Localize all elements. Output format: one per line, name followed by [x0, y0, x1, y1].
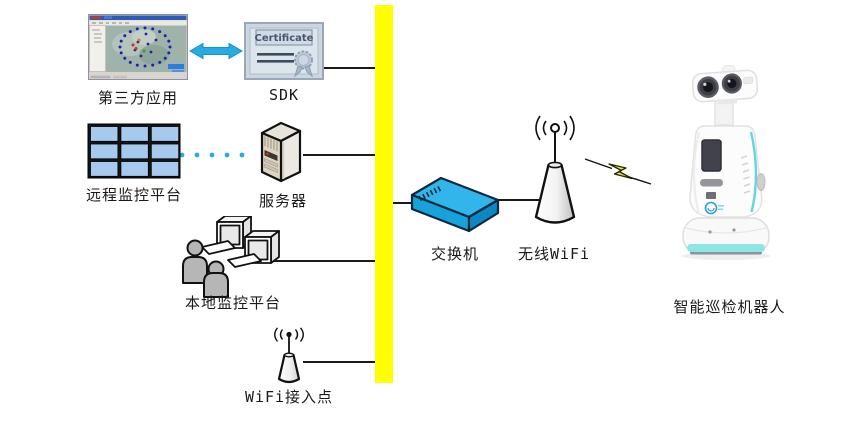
label-server: 服务器 — [258, 192, 307, 210]
label-remote-platform: 远程监控平台 — [85, 186, 182, 204]
wifi-access-point-icon — [274, 327, 304, 384]
dotted-link-remote-to-server — [179, 152, 245, 158]
connector-local-to-firewall — [271, 260, 376, 262]
local-operators-icon — [182, 216, 280, 298]
label-sdk: SDK — [268, 86, 300, 104]
monitor-wall-icon — [87, 123, 181, 179]
label-switch: 交换机 — [430, 245, 479, 263]
server-icon — [260, 121, 302, 183]
lightning-wireless-link-icon — [584, 158, 652, 185]
label-robot: 智能巡检机器人 — [673, 298, 786, 316]
connector-sdk-to-firewall — [322, 67, 376, 69]
third-party-app-window-icon — [88, 14, 188, 80]
wireless-wifi-antenna-icon — [534, 115, 576, 224]
double-arrow-icon — [189, 42, 243, 60]
connector-ap-to-firewall — [303, 361, 376, 363]
switch-icon — [410, 176, 500, 233]
firewall-isolation-bar — [375, 5, 393, 383]
certificate-title: Certificate — [255, 33, 314, 44]
certificate-icon: Certificate — [244, 22, 324, 80]
label-local-platform: 本地监控平台 — [184, 294, 281, 312]
connector-switch-to-wifi — [478, 199, 540, 201]
connector-server-to-firewall — [303, 154, 376, 156]
label-wifi-ap: WiFi接入点 — [244, 388, 334, 406]
connector-firewall-to-switch — [392, 202, 414, 204]
inspection-robot-icon — [682, 64, 770, 260]
label-wireless-wifi: 无线WiFi — [517, 245, 591, 263]
label-third-party-app: 第三方应用 — [97, 89, 178, 107]
